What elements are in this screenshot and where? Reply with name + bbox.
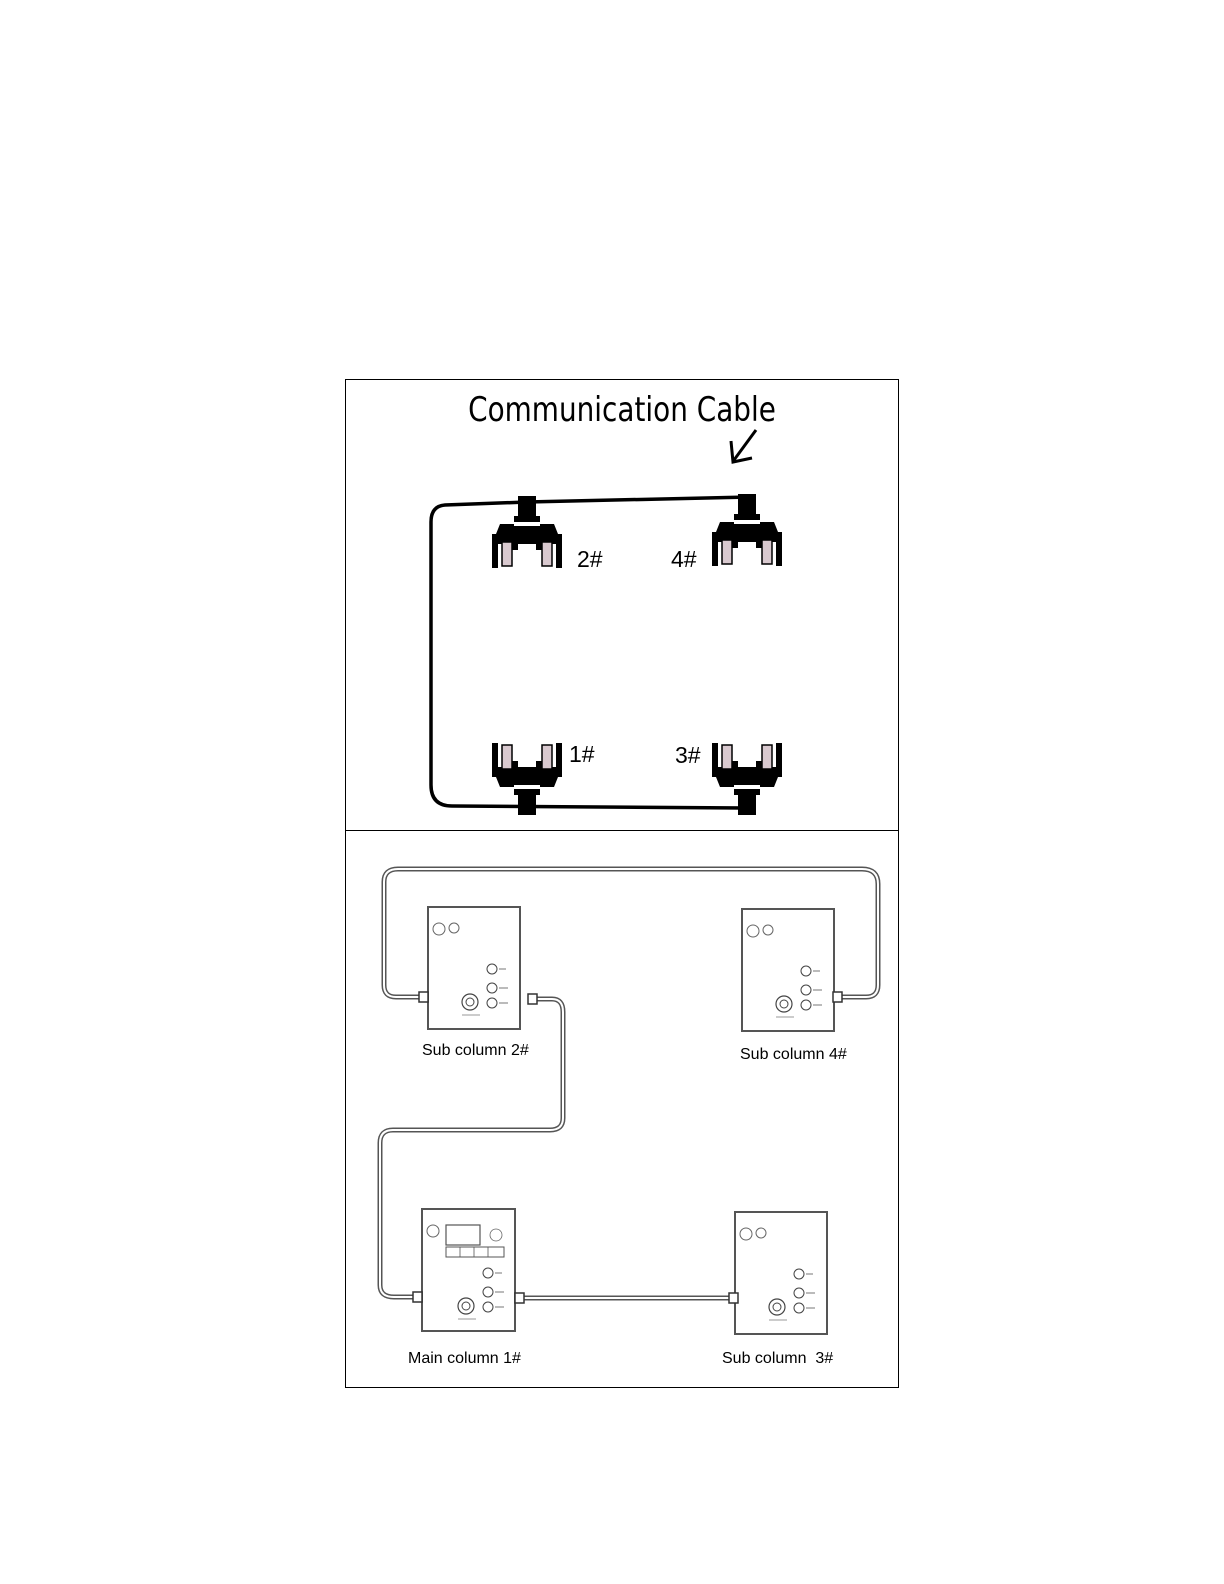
unit-label-main-column-1: Main column 1#	[408, 1350, 521, 1368]
control-box-sub-column-4	[742, 909, 834, 1031]
column-label-3: 3#	[675, 742, 701, 769]
lift-column-3-symbol	[712, 743, 782, 815]
column-label-1: 1#	[569, 741, 595, 768]
unit-label-sub-column-3: Sub column 3#	[722, 1350, 833, 1368]
column-label-4: 4#	[671, 546, 697, 573]
unit-label-sub-column-2: Sub column 2#	[422, 1042, 529, 1060]
column-label-2: 2#	[577, 546, 603, 573]
lift-column-2-symbol	[492, 496, 562, 568]
control-box-sub-column-2	[428, 907, 520, 1029]
lift-column-4-symbol	[712, 494, 782, 566]
pointer-arrow-icon	[731, 430, 756, 462]
unit-label-sub-column-4: Sub column 4#	[740, 1046, 847, 1064]
lift-column-1-symbol	[492, 743, 562, 815]
control-box-main-column-1	[422, 1209, 515, 1331]
control-box-sub-column-3	[735, 1212, 827, 1334]
